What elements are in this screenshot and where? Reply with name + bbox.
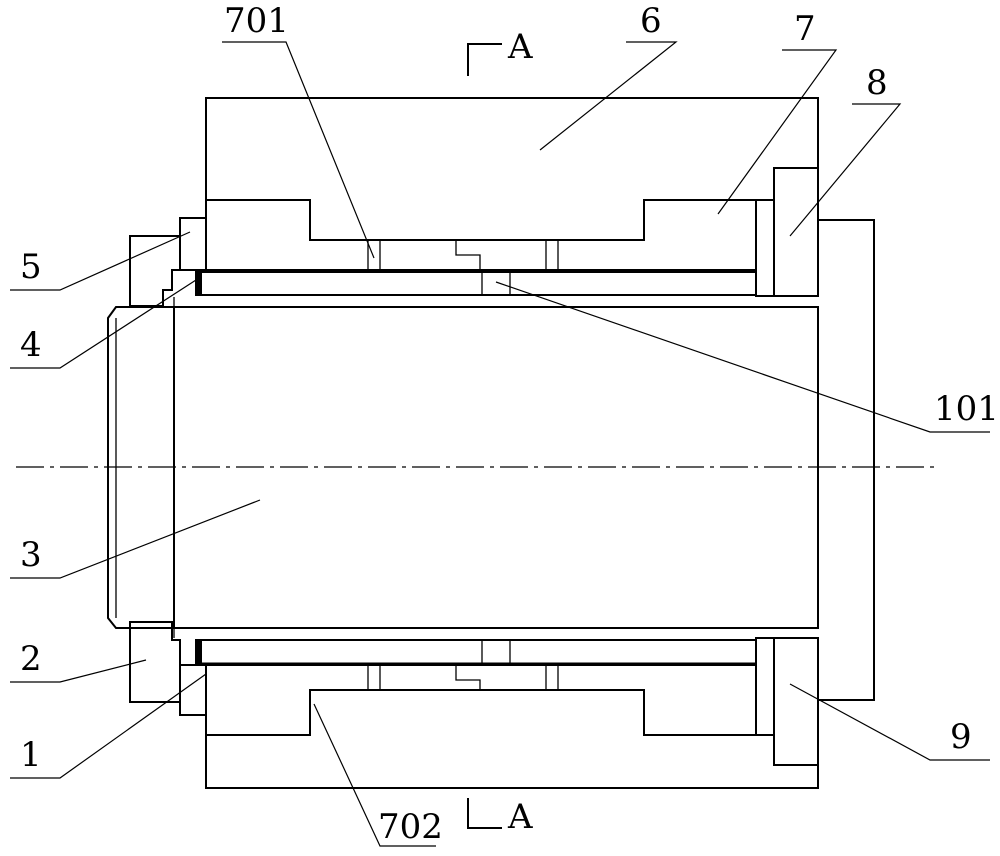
leader-6: [539, 41, 678, 151]
spacer-bottom: [755, 637, 775, 736]
section-label-bottom: A: [507, 797, 533, 837]
leader-701: [222, 41, 375, 259]
sleeve-joint-top: [455, 240, 481, 270]
label-2: 2: [20, 639, 42, 679]
oil-hole-top-right: [545, 239, 559, 271]
leader-1: [10, 673, 207, 779]
housing-top: [205, 97, 819, 241]
oil-hole-bottom-left: [367, 664, 381, 691]
spacer-top: [755, 199, 775, 297]
leader-4: [10, 279, 197, 369]
oil-hole-top-left: [367, 239, 381, 271]
inner-sleeve-top: [205, 199, 757, 271]
bushing-top: [195, 269, 757, 296]
inner-sleeve-bottom: [205, 664, 757, 736]
leader-5: [10, 231, 191, 291]
housing-bottom: [205, 689, 819, 789]
oil-hole-101-bottom: [481, 639, 511, 666]
bushing-bottom: [195, 639, 757, 666]
end-cap-bottom: [773, 637, 819, 766]
sleeve-joint-bottom: [455, 665, 481, 690]
leader-2: [10, 659, 147, 683]
leader-702: [313, 703, 436, 847]
oil-hole-bottom-right: [545, 664, 559, 691]
label-701: 701: [224, 1, 289, 41]
leader-3: [10, 499, 261, 579]
leader-8: [789, 103, 902, 237]
shaft-end: [107, 306, 174, 629]
nut-bottom: [129, 621, 181, 703]
label-8: 8: [866, 63, 888, 103]
label-7: 7: [794, 9, 816, 49]
label-702: 702: [378, 807, 443, 847]
label-9: 9: [950, 717, 972, 757]
section-marker-bottom: [467, 798, 502, 829]
leader-101: [495, 281, 990, 433]
end-cap-top: [773, 167, 819, 297]
label-1: 1: [20, 735, 42, 775]
label-6: 6: [640, 1, 662, 41]
section-label-top: A: [507, 27, 533, 67]
seal-ring-top: [196, 270, 202, 295]
label-4: 4: [20, 325, 42, 365]
section-marker-top: [467, 43, 502, 76]
leader-9: [789, 683, 990, 761]
seal-ring-bottom: [196, 640, 202, 665]
label-3: 3: [20, 535, 42, 575]
label-101: 101: [934, 389, 999, 429]
label-5: 5: [20, 247, 42, 287]
shaft-extension: [818, 219, 875, 701]
flange-top: [179, 217, 207, 271]
leader-7: [717, 49, 838, 215]
